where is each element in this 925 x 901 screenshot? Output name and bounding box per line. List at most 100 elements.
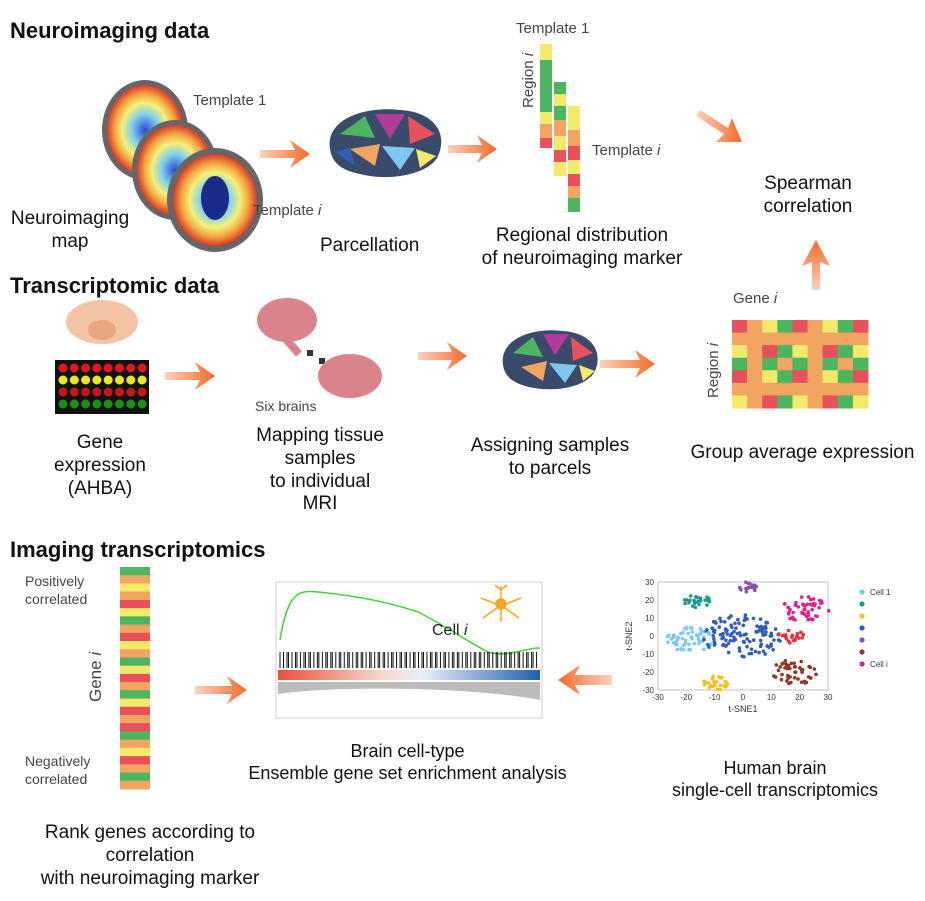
tsne-point [801,632,806,637]
six-brains-illustration [257,298,382,398]
rank-bar-segment [120,739,150,749]
tsne-point [699,628,703,633]
tsne-point [715,687,720,691]
tsne-x-tick: -30 [652,693,664,702]
tsne-point [724,685,728,689]
microarray-spot [103,387,113,397]
microarray-spot [115,375,124,385]
tsne-point [790,615,795,620]
heatmap-cell [792,332,809,346]
tsne-y-tick: 10 [645,614,654,623]
tsne-point [683,601,687,606]
heatmap-cell [777,370,793,384]
tsne-legend-dot [859,625,865,631]
heatmap-cell [747,382,763,396]
heatmap-cell [747,370,763,384]
tsne-point [705,603,709,607]
region-bar-3 [568,106,580,212]
ranked-metric-area [278,682,540,700]
tsne-point [800,611,804,616]
heatmap-cell [822,395,839,409]
tsne-point [785,679,789,683]
tsne-point [705,595,709,599]
regional-template-i-label: Template i [592,142,661,159]
tsne-point [746,586,751,590]
heatmap-cell [837,357,854,371]
microarray-spot [137,399,147,409]
heatmap-cell [777,320,793,334]
tsne-point [786,612,791,616]
tsne-point [733,637,738,642]
tsne-point [745,644,749,649]
microarray-spot [92,399,102,409]
microarray-spot [81,387,91,397]
tsne-point [712,680,716,684]
tsne-point [789,661,794,666]
tsne-point [675,636,680,641]
neuroimaging-map-illustration [102,80,263,252]
tsne-point [719,619,723,624]
tsne-point [793,618,797,622]
tsne-point [726,650,731,655]
brain-icon-1 [257,298,317,357]
tsne-point [698,632,703,636]
tsne-point [742,640,746,645]
arrow-mapping-to-assigning [418,342,467,370]
heatmap-cell [852,345,869,359]
microarray-spot [103,363,113,373]
tsne-point [749,647,754,651]
tsne-point [753,649,758,654]
tsne-point [750,583,755,587]
heatmap-cell [807,382,824,396]
microarray-spot [81,363,91,373]
tsne-point [773,627,778,631]
tsne-point [728,633,733,638]
tsne-x-tick: 30 [824,693,833,702]
tsne-point [690,626,694,631]
tsne-point [686,642,691,646]
tsne-point [717,625,722,629]
microarray-spot [58,363,68,373]
tsne-point [795,631,800,636]
tsne-point [675,647,680,652]
heatmap-cell [807,357,824,371]
microarray-spot [81,375,91,385]
heatmap-cell [837,382,854,396]
heatmap-cell [777,395,793,409]
tsne-point [808,602,813,607]
rank-bar-segment [120,780,150,790]
rank-bar-segment [120,624,150,634]
parcellation-caption: Parcellation [320,235,420,256]
rank-bar-segment [120,649,150,658]
gene-i-label: Gene i [733,290,778,307]
rank-bar-segment [120,616,150,626]
heatmap-cell [792,345,809,359]
brain-section-icon [66,300,138,344]
tsne-point [683,638,688,643]
tsne-point [723,627,728,631]
tsne-point [784,665,789,669]
region-bar-2 [554,82,566,176]
tsne-point [800,636,805,640]
tsne-point [706,681,711,685]
arrow-singlecell-to-gsea [558,665,612,695]
tsne-point [776,668,781,673]
microarray-spot [69,387,79,397]
tsne-point [754,630,759,634]
brain-slice-3 [167,148,263,252]
tsne-point [747,651,752,656]
tsne-point [696,637,701,641]
heatmap-cell [792,395,809,409]
microarray-spot [81,399,91,409]
tsne-point [808,665,813,670]
tsne-point [786,628,791,633]
rank-bar-segment [120,657,150,667]
tsne-point [780,672,784,677]
tsne-point [814,614,818,618]
arrow-assigning-to-group [600,350,655,378]
tsne-point [714,621,718,625]
